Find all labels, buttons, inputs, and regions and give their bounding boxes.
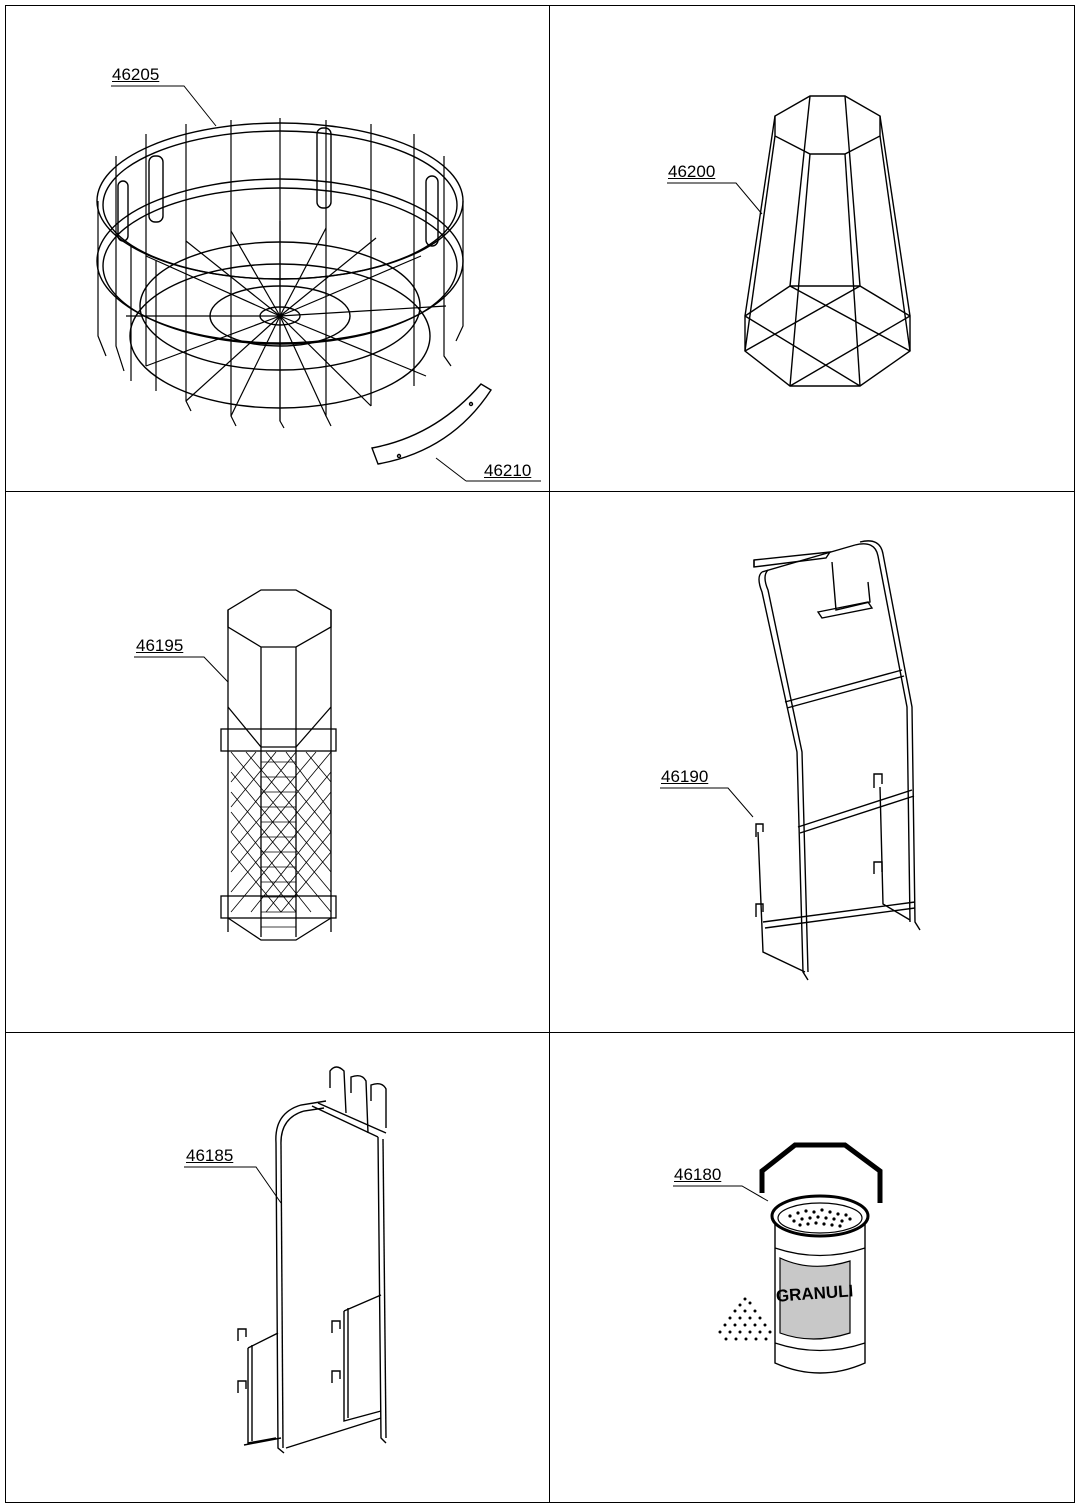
wire-stand-drawing	[660, 540, 921, 981]
part-number: 46205	[112, 65, 160, 84]
part-label-46190: 46190	[661, 767, 708, 787]
part-label-46195: 46195	[136, 636, 183, 656]
part-label-46180: 46180	[674, 1165, 721, 1185]
grid-divider-row-1	[5, 491, 1075, 492]
octagonal-column-drawing	[134, 589, 337, 941]
part-label-46200: 46200	[668, 162, 715, 182]
cell-46195: 46195	[6, 492, 549, 1032]
part-label-46210: 46210	[484, 461, 531, 481]
part-number: 46210	[484, 461, 532, 480]
round-basket-drawing	[96, 85, 541, 482]
bracket-46210-shape	[371, 383, 492, 465]
part-label-46185: 46185	[186, 1146, 233, 1166]
granule-bucket-drawing: GRANULI	[673, 1142, 883, 1374]
cell-46200: 46200	[550, 6, 1075, 491]
part-number: 46190	[661, 767, 709, 786]
part-number: 46195	[136, 636, 184, 655]
tapered-frame-drawing	[667, 95, 911, 387]
cell-46185: 46185	[6, 1033, 549, 1503]
part-number: 46200	[668, 162, 716, 181]
cell-46205: 46205 46210	[6, 6, 549, 491]
part-number: 46185	[186, 1146, 234, 1165]
part-number: 46180	[674, 1165, 722, 1184]
cell-46190: 46190	[550, 492, 1075, 1032]
cell-46180: GRANULI 46180	[550, 1033, 1075, 1503]
catalog-grid	[5, 5, 1075, 1503]
grid-divider-row-2	[5, 1032, 1075, 1033]
part-label-46205: 46205	[112, 65, 159, 85]
grid-divider-vertical	[549, 5, 550, 1503]
hook-rack-drawing	[184, 1066, 387, 1454]
